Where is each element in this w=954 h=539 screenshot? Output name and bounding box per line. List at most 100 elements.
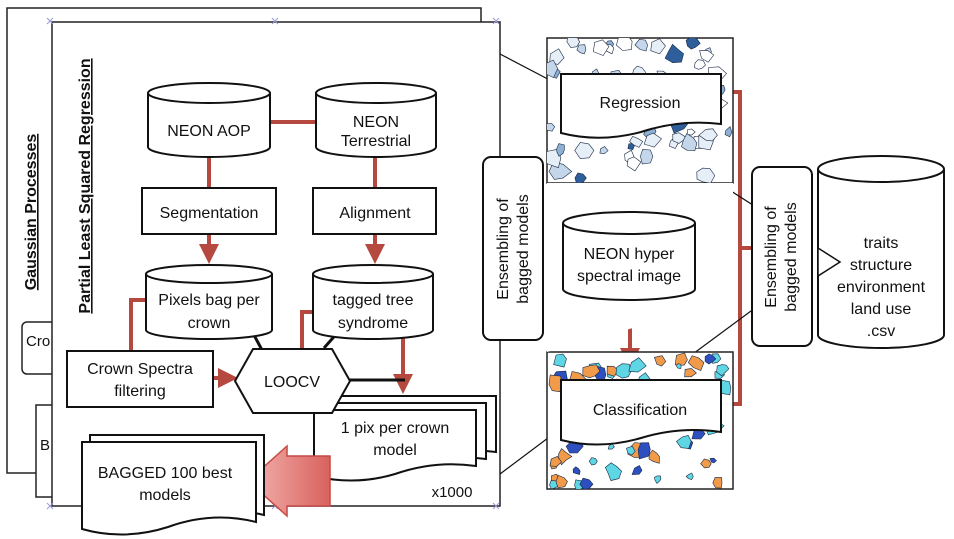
classification-crown-blob [675,435,692,449]
classification-crown-blob [548,374,563,393]
regression-crown-blob [634,38,648,52]
regression-crown-blob [724,126,733,138]
regression-crown-blob [626,156,642,172]
loocv-label: LOOCV [264,374,320,391]
classification-crown-blob [653,475,662,484]
classification-crown-blob [582,364,601,379]
classification-crown-blob [700,458,712,469]
regression-crown-blob [681,133,698,151]
classification-crown-blob [704,353,717,365]
traits-input-arrow [817,246,842,278]
classification-crown-blob [558,448,573,466]
classification-crown-blob [549,456,562,467]
regression-crown-blob [629,136,644,148]
classification-crown-blob [637,442,651,460]
ensembling-right-label-2: bagged models [783,202,800,311]
ensembling-left-node: Ensembling of bagged models [482,156,544,341]
crown-spectra-label-2: filtering [114,383,166,400]
big-arrow [246,444,331,518]
bagged-label-1: BAGGED 100 best [98,465,233,482]
regression-crown-blob [698,128,718,142]
regression-crown-blob [685,38,701,50]
classification-crown-blob [654,355,667,367]
segmentation-node: Segmentation [141,187,277,235]
ensembling-left-label-1: Ensembling of [495,198,512,300]
regression-crown-blob [547,59,559,79]
ensembling-right-label-1: Ensembling of [763,206,780,308]
traits-database-node: traits structure environment land use .c… [817,155,945,349]
classification-crown-blob [588,457,598,466]
regression-crown-blob [693,59,706,70]
classification-crown-blob [716,364,730,377]
bagged-label-2: models [139,487,191,504]
classification-crown-blob [709,457,717,464]
classification-crown-blob [712,477,723,489]
classification-crown-blob [626,445,636,456]
regression-crown-blob [556,143,565,157]
neon-aop-node: NEON AOP [147,82,271,158]
classification-crown-blob [628,357,647,373]
classification-crown-blob [631,465,643,475]
crown-spectra-node: Crown Spectra filtering [66,350,214,408]
regression-crown-blob [592,39,610,56]
x1000-label: x1000 [432,484,473,501]
alignment-node: Alignment [312,187,437,235]
traits-label-3: environment [837,279,926,296]
regression-crown-blob [574,142,595,159]
classification-crown-blob [572,466,581,475]
pixels-bag-label-1: Pixels bag per [158,292,260,309]
traits-label-5: .csv [867,323,895,340]
regression-crown-blob [672,132,688,144]
one-pix-label-2: model [373,442,417,459]
classification-crown-blob [674,352,688,366]
classification-crown-blob [606,365,619,377]
regression-crown-blob [576,44,587,55]
classification-label: Classification [593,402,687,419]
neon-hyper-label-2: spectral image [577,268,681,285]
segmentation-label: Segmentation [160,205,259,222]
regression-crown-blob [547,123,556,132]
classification-crown-blob [648,449,660,464]
gaussian-processes-title: Gaussian Processes [23,134,40,291]
classification-crown-blob [687,355,705,371]
regression-crown-blob [574,172,587,183]
regression-crown-blob [686,128,696,136]
tagged-tree-node: tagged tree syndrome [312,264,434,340]
traits-label-2: structure [850,257,912,274]
one-pix-node: 1 pix per crown model [313,395,497,482]
classification-crown-blob [684,368,697,378]
tagged-tree-label-1: tagged tree [333,292,414,309]
traits-label-1: traits [864,235,899,252]
loocv-node: LOOCV [233,348,352,414]
neon-aop-label: NEON AOP [167,123,251,140]
back-clipped-label-2: B [40,437,50,454]
classification-node: Classification [560,379,722,446]
regression-crown-blob [616,38,633,51]
regression-node: Regression [560,73,722,139]
regression-crown-blob [699,49,715,63]
neon-terrestrial-label-1: NEON [353,114,399,131]
classification-crown-blob [553,353,567,368]
ensembling-right-node: Ensembling of bagged models [751,166,813,347]
pixels-bag-node: Pixels bag per crown [145,264,273,340]
classification-crown-blob [676,363,682,369]
connector-pixels-crown [129,298,151,352]
regression-label: Regression [600,95,681,112]
alignment-label: Alignment [339,205,411,222]
regression-crown-blob [640,148,654,165]
plsr-title: Partial Least Squared Regression [77,58,94,313]
crown-spectra-label-1: Crown Spectra [87,361,193,378]
tagged-tree-label-2: syndrome [338,315,408,332]
classification-crown-blob [685,472,694,480]
ensembling-left-label-2: bagged models [515,194,532,303]
regression-crown-blob [650,38,666,55]
regression-crown-blob [643,132,662,148]
neon-hyper-label-1: NEON hyper [584,246,675,263]
neon-terrestrial-label-2: Terrestrial [341,133,411,150]
regression-crown-blob [696,167,716,183]
neon-terrestrial-node: NEON Terrestrial [315,82,437,158]
classification-crown-blob [604,462,622,481]
bagged-models-node: BAGGED 100 best models [81,434,265,536]
regression-crown-blob [599,146,609,155]
